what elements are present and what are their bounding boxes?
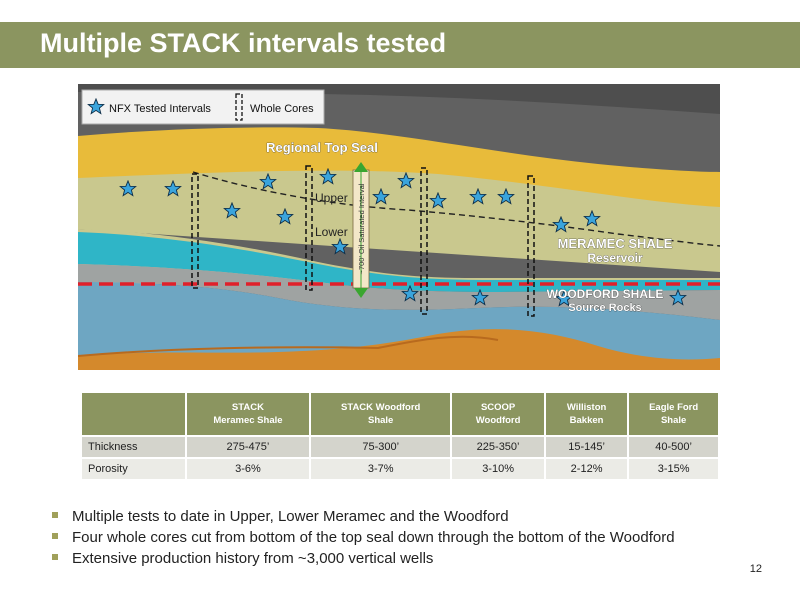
legend: NFX Tested Intervals Whole Cores xyxy=(81,89,325,125)
table-cell: 3-7% xyxy=(311,459,451,479)
woodford-layer xyxy=(78,264,720,320)
comparison-table: STACK Meramec Shale STACK Woodford Shale… xyxy=(80,391,720,481)
table-cell: 3-15% xyxy=(629,459,718,479)
header-stack-woodford: STACK Woodford Shale xyxy=(341,402,421,426)
list-item: Extensive production history from ~3,000… xyxy=(52,548,675,569)
table-cell: 225-350’ xyxy=(452,437,544,457)
list-item: Four whole cores cut from bottom of the … xyxy=(52,527,675,548)
whole-core-1 xyxy=(191,173,199,289)
table-cell: 40-500’ xyxy=(629,437,718,457)
list-item: Multiple tests to date in Upper, Lower M… xyxy=(52,506,675,527)
table-cell: 15-145’ xyxy=(545,437,628,457)
page-number: 12 xyxy=(749,563,762,575)
orange-layer xyxy=(78,329,720,370)
table-cell: 75-300’ xyxy=(311,437,451,457)
geologic-cross-section: ~700' Oil Saturated Interval Regional To… xyxy=(78,84,720,370)
table-cell: 3-6% xyxy=(186,459,310,479)
page-title: Multiple STACK intervals tested xyxy=(40,28,447,58)
reservoir-layer xyxy=(78,170,720,272)
header-williston-bakken: Williston Bakken xyxy=(566,402,607,426)
lower-label: Lower xyxy=(315,225,348,239)
whole-core-3 xyxy=(420,167,428,315)
oil-interval-arrow: ~700' Oil Saturated Interval xyxy=(352,162,370,298)
upper-label: Upper xyxy=(315,191,348,205)
table-row-label: Porosity xyxy=(82,459,185,479)
legend-core-icon xyxy=(235,93,243,121)
top-seal-label: Regional Top Seal xyxy=(266,140,378,155)
whole-core-4 xyxy=(527,175,535,317)
table-row: Porosity 3-6% 3-7% 3-10% 2-12% 3-15% xyxy=(82,459,718,479)
cyan-layer xyxy=(78,232,720,292)
table-header: STACK Woodford Shale xyxy=(311,393,451,435)
whole-core-2 xyxy=(305,165,313,291)
table-header: STACK Meramec Shale xyxy=(186,393,310,435)
woodford-label: WOODFORD SHALE xyxy=(547,287,664,301)
bullet-square-icon xyxy=(52,533,58,539)
table-header: Eagle Ford Shale xyxy=(629,393,718,435)
legend-tested-label: NFX Tested Intervals xyxy=(109,103,211,115)
header-scoop-woodford: SCOOP Woodford xyxy=(475,402,521,426)
legend-cores-label: Whole Cores xyxy=(250,103,314,115)
oil-interval-label: ~700' Oil Saturated Interval xyxy=(357,183,366,274)
woodford-sublabel: Source Rocks xyxy=(568,302,641,314)
table-cell: 2-12% xyxy=(545,459,628,479)
table-header-row: STACK Meramec Shale STACK Woodford Shale… xyxy=(82,393,718,435)
meramec-label: MERAMEC SHALE xyxy=(558,236,673,251)
meramec-sublabel: Reservoir xyxy=(587,251,643,265)
table-cell: 275-475’ xyxy=(186,437,310,457)
title-bar: Multiple STACK intervals tested xyxy=(0,22,800,68)
table-cell: 3-10% xyxy=(452,459,544,479)
bullet-list: Multiple tests to date in Upper, Lower M… xyxy=(52,506,675,569)
table-row: Thickness 275-475’ 75-300’ 225-350’ 15-1… xyxy=(82,437,718,457)
table-header: SCOOP Woodford xyxy=(452,393,544,435)
bullet-text: Extensive production history from ~3,000… xyxy=(72,550,434,567)
header-stack-meramec: STACK Meramec Shale xyxy=(213,402,283,426)
whole-core-markers xyxy=(191,165,535,317)
table-row-label: Thickness xyxy=(82,437,185,457)
bullet-square-icon xyxy=(52,554,58,560)
header-eagle-ford: Eagle Ford Shale xyxy=(649,402,699,426)
table-header: Williston Bakken xyxy=(545,393,628,435)
bullet-square-icon xyxy=(52,512,58,518)
bullet-text: Multiple tests to date in Upper, Lower M… xyxy=(72,508,509,525)
bullet-text: Four whole cores cut from bottom of the … xyxy=(72,529,675,546)
table-header-corner xyxy=(82,393,185,435)
